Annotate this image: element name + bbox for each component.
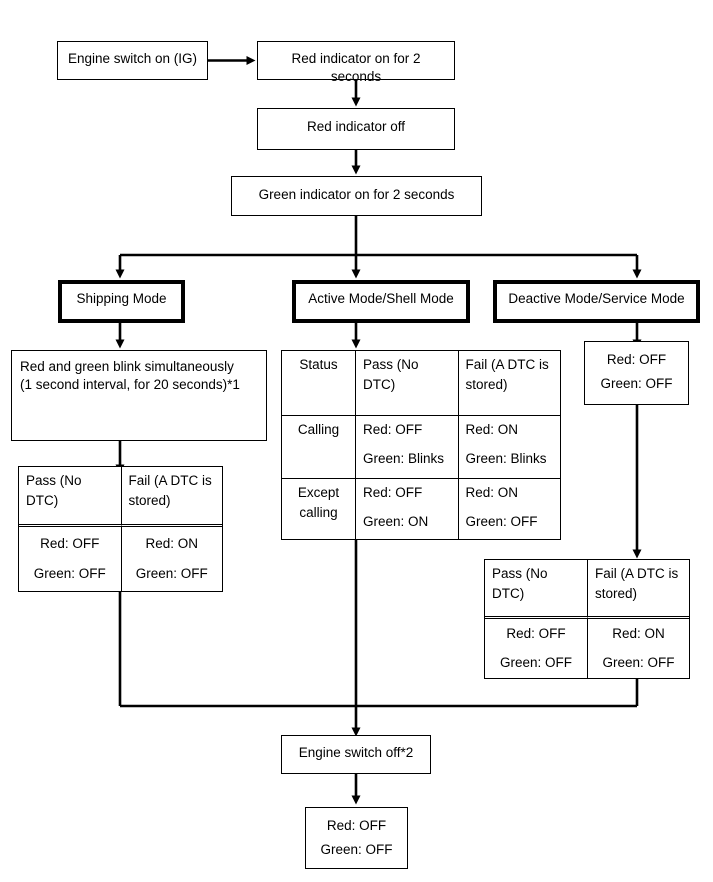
node-final-status: Red: OFF Green: OFF <box>305 807 408 869</box>
deactive-pass-green: Green: OFF <box>499 655 572 670</box>
active-except-pass-red: Red: OFF <box>363 485 423 500</box>
shipping-fail-green: Green: OFF <box>135 565 208 581</box>
node-engine-switch-off-label: Engine switch off*2 <box>298 745 414 760</box>
deactive-result-table: Pass (No DTC) Fail (A DTC is stored) Red… <box>484 559 690 679</box>
active-row-except-calling-pass: Red: OFF Green: ON <box>355 478 458 539</box>
shipping-pass-red: Red: OFF <box>40 536 100 552</box>
shipping-cell-pass-values: Red: OFF Green: OFF <box>19 524 121 591</box>
node-blink-note-label: Red and green blink simultaneously (1 se… <box>20 359 240 393</box>
node-red-indicator-on: Red indicator on for 2 seconds <box>257 41 455 84</box>
node-deactive-status: Red: OFF Green: OFF <box>584 341 689 405</box>
final-status-red: Red: OFF <box>326 818 387 833</box>
deactive-header-fail: Fail (A DTC is stored) <box>587 560 689 616</box>
node-active-mode: Active Mode/Shell Mode <box>292 280 470 323</box>
active-except-fail-red: Red: ON <box>465 485 519 500</box>
active-row-except-calling-fail: Red: ON Green: OFF <box>457 478 560 539</box>
shipping-result-table: Pass (No DTC) Fail (A DTC is stored) Red… <box>18 466 223 592</box>
node-active-mode-label: Active Mode/Shell Mode <box>308 291 454 306</box>
active-calling-fail-green: Green: Blinks <box>465 451 547 467</box>
deactive-header-pass: Pass (No DTC) <box>485 560 587 616</box>
node-green-indicator-on-label: Green indicator on for 2 seconds <box>258 187 455 202</box>
deactive-fail-red: Red: ON <box>612 625 665 641</box>
active-header-status: Status <box>282 351 355 415</box>
node-red-indicator-off-label: Red indicator off <box>306 119 406 134</box>
active-row-calling-label: Calling <box>282 415 355 478</box>
node-red-indicator-on-label: Red indicator on for 2 seconds <box>291 51 421 85</box>
node-engine-switch-on: Engine switch on (IG) <box>57 41 208 80</box>
node-shipping-mode: Shipping Mode <box>58 280 185 323</box>
active-row-except-calling-label: Except calling <box>282 478 355 539</box>
active-result-table: Status Pass (No DTC) Fail (A DTC is stor… <box>281 350 561 540</box>
node-red-indicator-off: Red indicator off <box>257 108 455 150</box>
active-header-fail: Fail (A DTC is stored) <box>457 351 560 415</box>
active-except-pass-green: Green: ON <box>363 514 429 530</box>
node-shipping-mode-label: Shipping Mode <box>76 291 167 306</box>
deactive-fail-green: Green: OFF <box>602 655 675 670</box>
node-deactive-mode-label: Deactive Mode/Service Mode <box>508 291 685 306</box>
shipping-cell-fail-values: Red: ON Green: OFF <box>120 524 222 591</box>
node-engine-switch-on-label: Engine switch on (IG) <box>67 51 198 66</box>
node-deactive-mode: Deactive Mode/Service Mode <box>493 280 700 323</box>
active-calling-pass-red: Red: OFF <box>363 422 423 437</box>
shipping-header-pass: Pass (No DTC) <box>19 467 121 524</box>
deactive-status-green: Green: OFF <box>600 376 673 391</box>
active-except-fail-green: Green: OFF <box>465 514 538 530</box>
deactive-cell-pass-values: Red: OFF Green: OFF <box>485 616 587 678</box>
node-engine-switch-off: Engine switch off*2 <box>281 735 431 774</box>
node-green-indicator-on: Green indicator on for 2 seconds <box>231 176 482 216</box>
deactive-pass-red: Red: OFF <box>506 625 566 641</box>
active-calling-pass-green: Green: Blinks <box>363 451 445 467</box>
deactive-status-red: Red: OFF <box>606 352 667 367</box>
shipping-pass-green: Green: OFF <box>33 565 106 581</box>
final-status-green: Green: OFF <box>320 842 393 857</box>
active-row-calling-fail: Red: ON Green: Blinks <box>457 415 560 478</box>
node-blink-note: Red and green blink simultaneously (1 se… <box>11 350 267 441</box>
shipping-fail-red: Red: ON <box>145 536 199 552</box>
active-calling-fail-red: Red: ON <box>465 422 519 437</box>
deactive-cell-fail-values: Red: ON Green: OFF <box>587 616 689 678</box>
shipping-header-fail: Fail (A DTC is stored) <box>120 467 222 524</box>
active-header-pass: Pass (No DTC) <box>355 351 458 415</box>
active-row-calling-pass: Red: OFF Green: Blinks <box>355 415 458 478</box>
